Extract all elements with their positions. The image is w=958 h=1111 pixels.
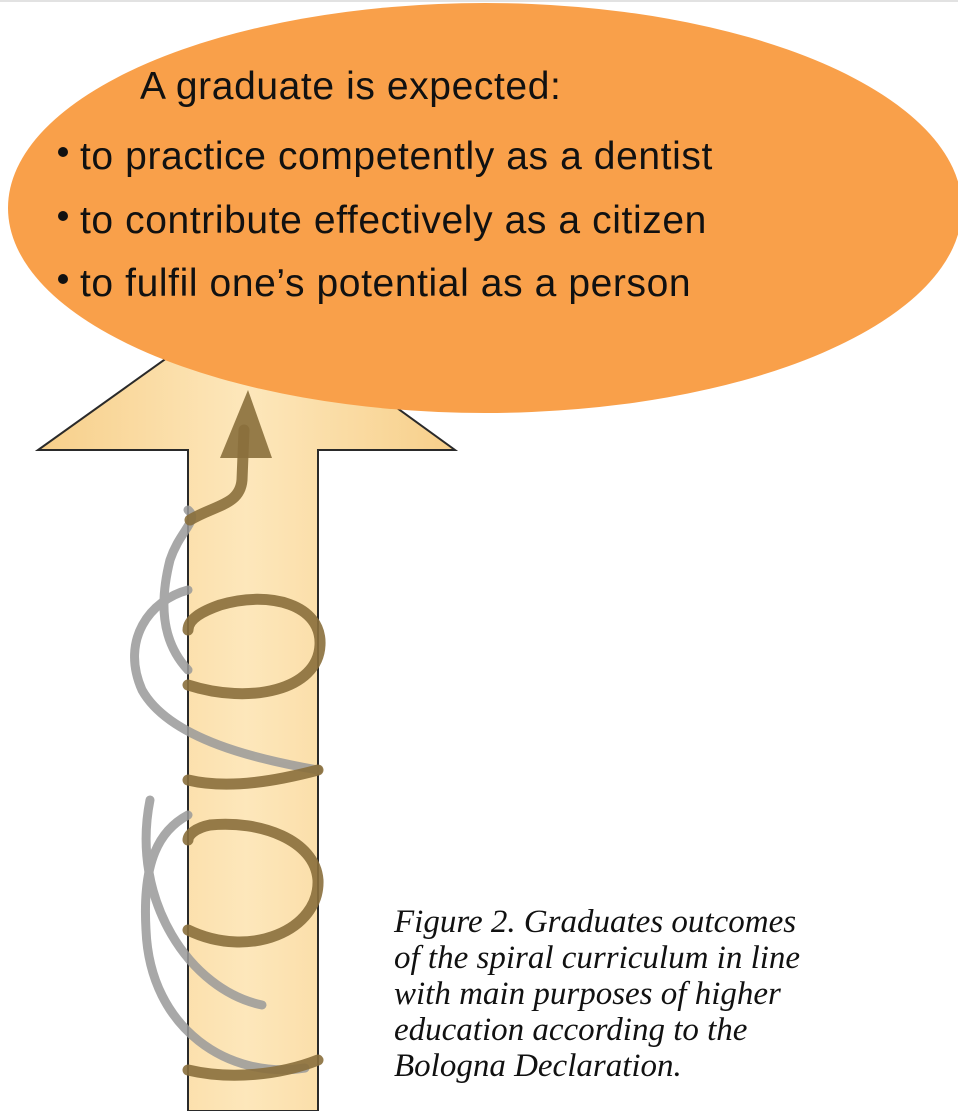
outcome-text: to practice competently as a dentist [80, 135, 713, 178]
caption-line: Figure 2. Graduates outcomes [394, 904, 797, 940]
outcome-item-citizen: to contribute effectively as a citizen [58, 199, 707, 243]
spiral-front-strokes [182, 424, 326, 1081]
caption-line: Bologna Declaration. [394, 1048, 682, 1084]
bullet-icon [58, 274, 68, 284]
outcomes-bubble [8, 3, 958, 413]
outcome-text: to fulfil one’s potential as a person [80, 262, 692, 305]
bullet-icon [58, 211, 68, 221]
top-divider [0, 0, 958, 2]
caption-line: of the spiral curriculum in line [394, 940, 801, 976]
caption-line: with main purposes of higher [394, 976, 781, 1012]
bullet-icon [58, 147, 68, 157]
outcome-text: to contribute effectively as a citizen [80, 199, 707, 242]
spiral-arrowhead-icon [220, 390, 272, 458]
caption-line: education according to the [394, 1012, 748, 1048]
outcome-item-dentist: to practice competently as a dentist [58, 135, 713, 179]
bubble-heading: A graduate is expected: [140, 65, 562, 108]
outcome-item-person: to fulfil one’s potential as a person [58, 262, 691, 306]
figure-caption: Figure 2. Graduates outcomes of the spir… [394, 904, 934, 1084]
